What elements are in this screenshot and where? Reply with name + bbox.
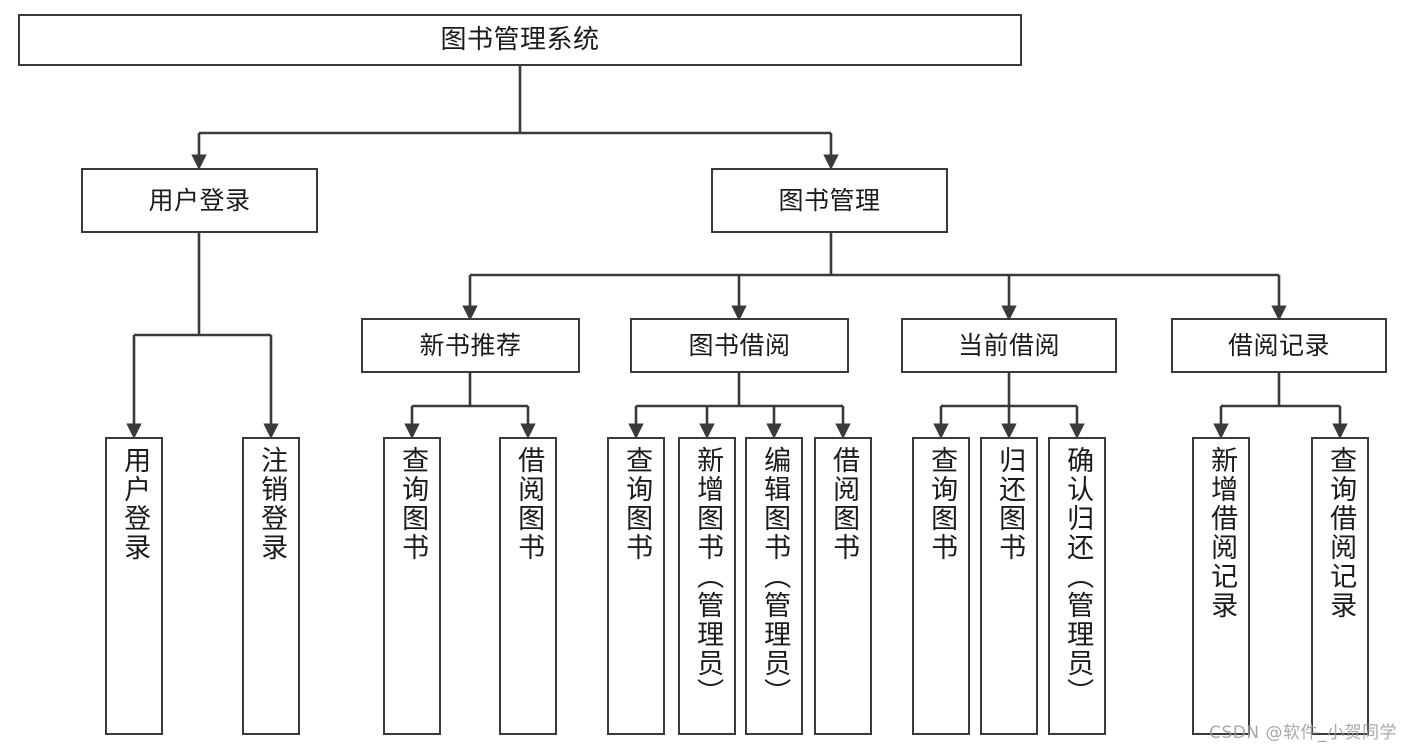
leaf-query-borrow-record-label: 查询借阅记录 — [1325, 446, 1357, 620]
leaf-new-borrow-book-label: 借阅图书 — [513, 446, 545, 562]
node-book-borrow[interactable]: 图书借阅 — [630, 318, 849, 373]
leaf-edit-book-admin-label: 编辑图书（管理员） — [759, 446, 791, 707]
node-book-management[interactable]: 图书管理 — [711, 168, 948, 233]
leaf-add-borrow-record[interactable]: 新增借阅记录 — [1192, 437, 1250, 735]
leaf-add-book-admin[interactable]: 新增图书（管理员） — [678, 437, 736, 735]
node-book-borrow-label: 图书借阅 — [688, 331, 791, 360]
leaf-user-login[interactable]: 用户登录 — [105, 437, 163, 735]
leaf-new-query-book-label: 查询图书 — [397, 446, 429, 562]
node-user-login-label: 用户登录 — [148, 186, 251, 215]
node-book-management-label: 图书管理 — [778, 186, 881, 215]
leaf-return-book[interactable]: 归还图书 — [980, 437, 1038, 735]
node-current-borrow[interactable]: 当前借阅 — [901, 318, 1117, 373]
leaf-current-query-book-label: 查询图书 — [926, 446, 958, 562]
node-borrow-record[interactable]: 借阅记录 — [1171, 318, 1387, 373]
leaf-return-book-label: 归还图书 — [994, 446, 1026, 562]
leaf-new-query-book[interactable]: 查询图书 — [383, 437, 441, 735]
node-user-login[interactable]: 用户登录 — [81, 168, 318, 233]
leaf-logout-login[interactable]: 注销登录 — [242, 437, 300, 735]
leaf-borrow-book-label: 借阅图书 — [828, 446, 860, 562]
leaf-new-borrow-book[interactable]: 借阅图书 — [499, 437, 557, 735]
leaf-user-login-label: 用户登录 — [119, 446, 151, 562]
leaf-confirm-return-admin[interactable]: 确认归还（管理员） — [1048, 437, 1106, 735]
leaf-add-borrow-record-label: 新增借阅记录 — [1206, 446, 1238, 620]
leaf-borrow-query-book-label: 查询图书 — [621, 446, 653, 562]
leaf-borrow-query-book[interactable]: 查询图书 — [607, 437, 665, 735]
leaf-edit-book-admin[interactable]: 编辑图书（管理员） — [745, 437, 803, 735]
leaf-current-query-book[interactable]: 查询图书 — [912, 437, 970, 735]
node-current-borrow-label: 当前借阅 — [957, 331, 1060, 360]
node-borrow-record-label: 借阅记录 — [1227, 331, 1330, 360]
node-root[interactable]: 图书管理系统 — [18, 14, 1022, 66]
node-new-book-recommend[interactable]: 新书推荐 — [361, 318, 580, 373]
leaf-confirm-return-admin-label: 确认归还（管理员） — [1062, 446, 1094, 707]
leaf-add-book-admin-label: 新增图书（管理员） — [692, 446, 724, 707]
leaf-query-borrow-record[interactable]: 查询借阅记录 — [1311, 437, 1369, 735]
node-new-book-recommend-label: 新书推荐 — [419, 331, 522, 360]
node-root-label: 图书管理系统 — [440, 25, 600, 55]
leaf-borrow-book[interactable]: 借阅图书 — [814, 437, 872, 735]
leaf-logout-login-label: 注销登录 — [256, 446, 288, 562]
